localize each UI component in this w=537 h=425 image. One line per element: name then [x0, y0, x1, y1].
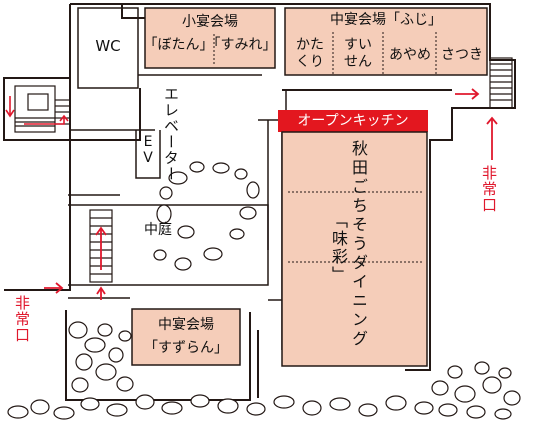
dining-sub: 「味彩」 [329, 212, 348, 284]
left-stairs [14, 85, 70, 133]
courtyard-stones [153, 161, 260, 271]
building-walls [3, 3, 516, 401]
open-kitchen-label: オープンキッチン [297, 113, 409, 129]
dining-name: 秋田ごちそうダイニング [349, 140, 368, 349]
left-stair-arrows [5, 96, 69, 125]
garden-stones [68, 321, 134, 393]
fuji-unit-satsuki: さつき [441, 47, 483, 63]
bottom-rockery [7, 361, 521, 420]
fuji-banquet-title: 中宴会場「ふじ」 [330, 12, 442, 28]
exit-label-right: 非常口 [480, 165, 498, 213]
fuji-unit-katakuri: かた くり [296, 37, 324, 70]
exit-arrow-left [44, 282, 64, 294]
small-banquet-sub: 「ぼたん」「すみれ」 [143, 37, 277, 53]
open-kitchen-bar [278, 110, 428, 132]
elevator-hall-label: エレベーター [162, 86, 180, 182]
exit-arrow-right [455, 88, 498, 160]
dining-room [281, 131, 428, 367]
small-banquet-room [144, 7, 276, 69]
ev-label: EV [140, 134, 156, 166]
suzuran-banquet-room [131, 308, 241, 366]
courtyard-stair-arrows [95, 226, 107, 300]
fuji-banquet-room [284, 7, 488, 76]
suzuran-banquet-sub: 「すずらん」 [144, 340, 228, 356]
courtyard-label: 中庭 [144, 222, 172, 238]
right-stairs [489, 57, 513, 109]
exit-label-left: 非常口 [13, 295, 31, 343]
small-banquet-title: 小宴会場 [182, 14, 238, 30]
wc-label: WC [95, 37, 121, 55]
suzuran-banquet-title: 中宴会場 [158, 317, 214, 333]
fuji-unit-suisen: すい せん [344, 37, 372, 70]
fuji-unit-ayame: あやめ [389, 47, 431, 63]
